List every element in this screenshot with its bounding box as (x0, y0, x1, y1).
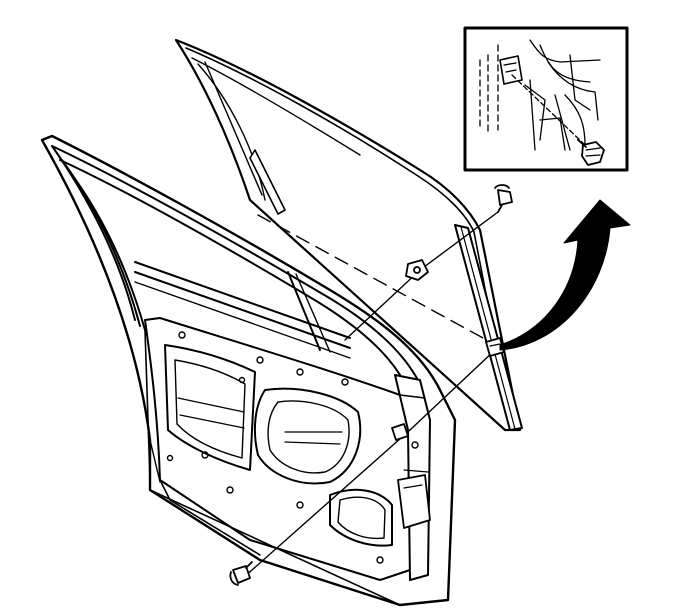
nut-icon (405, 259, 429, 281)
guide-nut (405, 259, 429, 281)
window-glass (174, 38, 523, 432)
detail-arrow (499, 199, 631, 351)
upper-bolt (494, 184, 513, 213)
panel-holes (166, 331, 419, 564)
lower-clip (391, 423, 409, 441)
exploded-lines (242, 211, 506, 579)
bolt-icon (229, 561, 253, 586)
curved-arrow-icon (499, 199, 631, 351)
lower-bolt (229, 561, 253, 586)
window-channel-run (454, 224, 523, 431)
bolt-icon (494, 184, 513, 213)
glass-mounting-clip (485, 337, 505, 357)
detail-inset (463, 26, 629, 172)
door-shell (40, 134, 457, 607)
bolt-icon (577, 139, 605, 166)
door-window-frame (51, 145, 421, 387)
